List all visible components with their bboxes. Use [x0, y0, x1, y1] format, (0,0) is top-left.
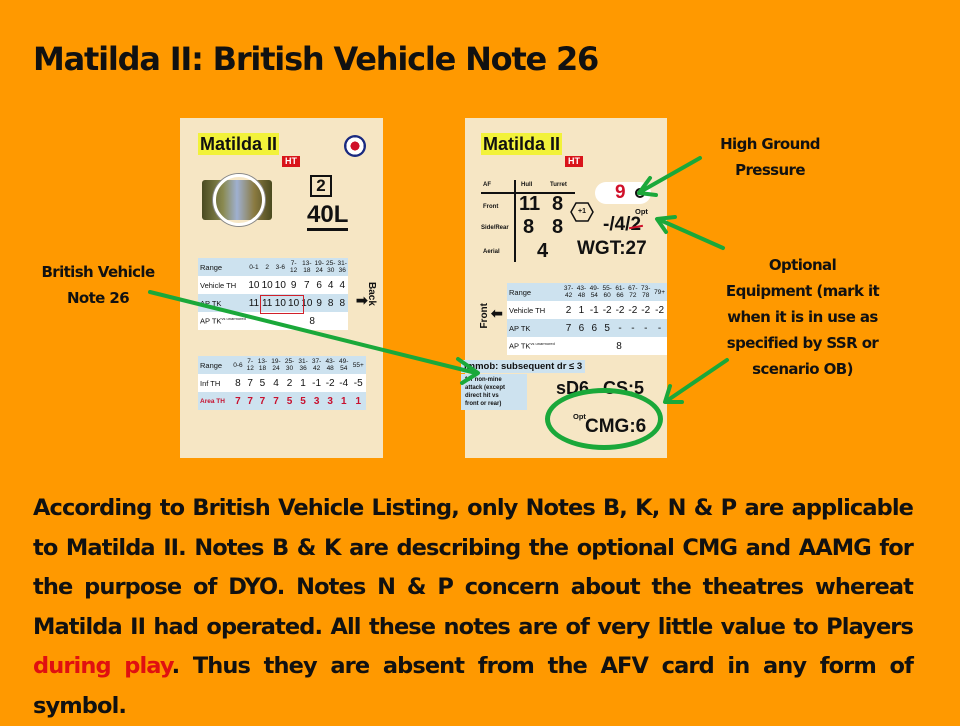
af-front-turret: 8 — [552, 193, 564, 215]
arrowhead-icon — [456, 357, 480, 385]
callout-british-vehicle-note: British Vehicle Note 26 — [41, 263, 155, 307]
highlight-box — [260, 295, 304, 314]
vehicle-name: Matilda II — [198, 133, 280, 155]
body-paragraph: According to British Vehicle Listing, on… — [33, 495, 914, 719]
gun-caliber: 40L — [307, 202, 349, 231]
af-aerial: 4 — [537, 240, 549, 262]
weight: WGT:27 — [577, 238, 647, 259]
arrowhead-icon — [655, 215, 677, 234]
af-side-hull: 8 — [523, 216, 535, 238]
ht-badge: HT — [282, 156, 300, 167]
ground-pressure-pill — [595, 182, 651, 204]
callout-high-ground-pressure: High Ground Pressure — [720, 135, 820, 179]
immob-detail: for non-mine attack (except direct hit v… — [461, 374, 527, 410]
highlighted-phrase: during play — [33, 653, 172, 679]
hexagon-icon — [570, 202, 594, 222]
vehicle-name: Matilda II — [481, 133, 563, 155]
hex-modifier: +1 — [578, 208, 586, 215]
ht-badge: HT — [565, 156, 583, 167]
callout-optional-equipment: Optional Equipment (mark it when it is i… — [725, 256, 880, 378]
arrowhead-icon — [663, 384, 684, 404]
immob-title: Immob: subsequent dr ≤ 3 — [461, 360, 586, 373]
arrow-to-immob — [148, 290, 478, 375]
right-arrow-icon: ➡ — [356, 292, 368, 308]
af-header: AF — [483, 182, 491, 188]
arrowhead-icon — [637, 176, 658, 197]
slide-title: Matilda II: British Vehicle Note 26 — [33, 40, 599, 78]
af-side-turret: 8 — [552, 216, 564, 238]
back-label: Back — [366, 282, 377, 306]
rof-box: 2 — [310, 175, 332, 197]
left-arrow-icon: ⬅ — [491, 305, 503, 321]
raf-roundel-icon — [344, 135, 366, 157]
opt-label: Opt — [635, 207, 648, 216]
ground-pressure-value: 9 — [615, 182, 626, 203]
tank-image-ring — [213, 174, 265, 226]
afv-card-front: Matilda II HT 2 40L Range 0-1 2 3-6 7-12… — [180, 118, 383, 458]
mg-values: -/4/2 — [603, 214, 642, 235]
af-front-hull: 11 — [519, 193, 541, 215]
cmg-highlight-ellipse — [545, 388, 663, 450]
